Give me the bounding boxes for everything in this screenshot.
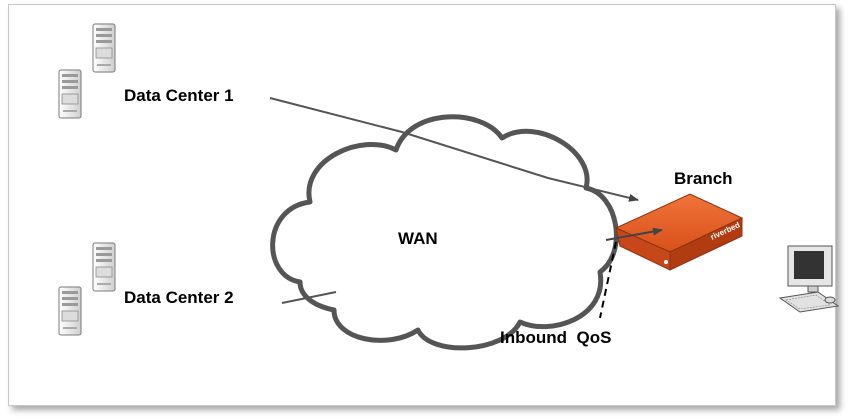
dc2-to-cloud-line bbox=[281, 291, 337, 304]
data-center-1-label: Data Center 1 bbox=[124, 86, 234, 105]
dc1-servers bbox=[58, 23, 116, 119]
dc2-servers bbox=[58, 242, 116, 336]
cloud-to-appliance-arrow bbox=[605, 227, 663, 241]
server-icon bbox=[92, 242, 116, 292]
wan-label: WAN bbox=[398, 229, 438, 248]
data-center-2-label: Data Center 2 bbox=[124, 288, 234, 307]
server-icon bbox=[58, 69, 82, 119]
computer-icon bbox=[778, 245, 840, 313]
inbound-qos-label: Inbound QoS bbox=[500, 328, 611, 347]
dc1-to-branch-arrow bbox=[269, 97, 639, 202]
riverbed-appliance-icon: riverbed bbox=[614, 193, 744, 271]
branch-label: Branch bbox=[674, 169, 733, 188]
wan-cloud bbox=[270, 114, 619, 351]
inbound-qos-dashed-line bbox=[599, 241, 617, 319]
server-icon bbox=[58, 286, 82, 336]
server-icon bbox=[92, 23, 116, 73]
